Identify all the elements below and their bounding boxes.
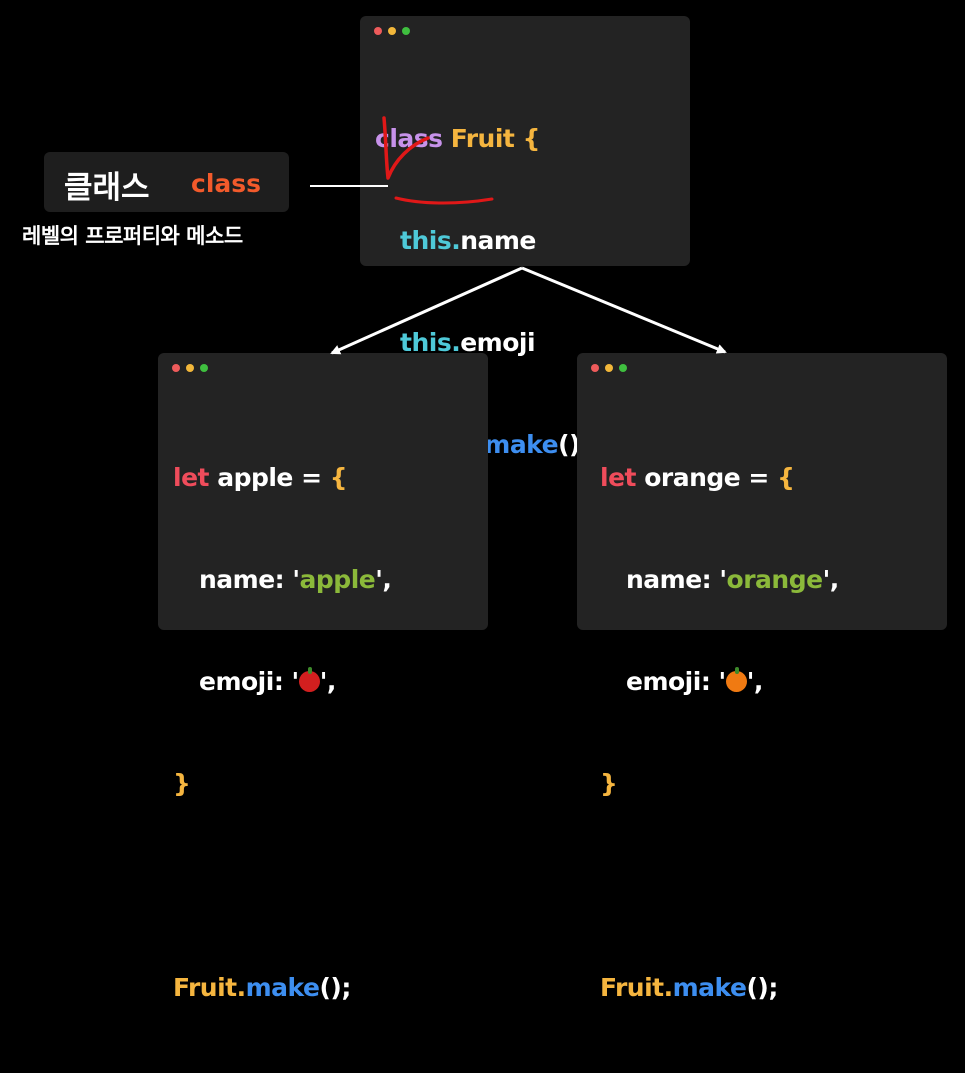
apple-close-line: } bbox=[173, 767, 391, 801]
make-method: make bbox=[484, 430, 559, 459]
call-parens: (); bbox=[746, 973, 778, 1002]
class-level-label: 클래스 class bbox=[44, 152, 289, 212]
blank-line bbox=[173, 869, 391, 903]
this-keyword: this. bbox=[400, 328, 461, 357]
minimize-dot-icon bbox=[605, 364, 613, 372]
close-dot-icon bbox=[172, 364, 180, 372]
name-field: name bbox=[460, 226, 536, 255]
orange-close-line: } bbox=[600, 767, 839, 801]
this-keyword: this. bbox=[400, 226, 461, 255]
let-keyword: let bbox=[173, 463, 209, 492]
open-brace: { bbox=[329, 463, 348, 492]
orange-make-call-line: Fruit.make(); bbox=[600, 971, 839, 1005]
close-brace: } bbox=[600, 769, 618, 798]
orange-variable: orange = bbox=[644, 463, 769, 492]
close-brace: } bbox=[173, 769, 191, 798]
name-end: ', bbox=[375, 565, 392, 594]
apple-name-value: apple bbox=[299, 565, 376, 594]
maximize-dot-icon bbox=[619, 364, 627, 372]
let-keyword: let bbox=[600, 463, 636, 492]
orange-declaration-line: let orange = { bbox=[600, 461, 839, 495]
connector-overlay bbox=[310, 116, 727, 355]
emoji-end: ', bbox=[746, 667, 764, 696]
red-check-annotation bbox=[382, 116, 430, 180]
blank-line bbox=[600, 869, 839, 903]
name-key: name: ' bbox=[626, 565, 727, 594]
emoji-field-line: this.emoji bbox=[375, 326, 631, 360]
apple-name-line: name: 'apple', bbox=[173, 563, 392, 597]
orange-name-value: orange bbox=[726, 565, 824, 594]
red-underline-annotation bbox=[394, 196, 494, 205]
label-english: class bbox=[191, 169, 262, 198]
apple-make-call-line: Fruit.make(); bbox=[173, 971, 391, 1005]
emoji-key: emoji: ' bbox=[626, 667, 726, 696]
orange-emoji-line: emoji: ' ', bbox=[600, 665, 839, 699]
close-dot-icon bbox=[591, 364, 599, 372]
close-dot-icon bbox=[374, 27, 382, 35]
apple-variable: apple = bbox=[217, 463, 322, 492]
open-brace: { bbox=[522, 124, 541, 153]
arrow-to-apple bbox=[330, 266, 523, 355]
maximize-dot-icon bbox=[402, 27, 410, 35]
apple-declaration-line: let apple = { bbox=[173, 461, 391, 495]
fruit-class-ref: Fruit. bbox=[600, 973, 673, 1002]
make-call: make bbox=[672, 973, 747, 1002]
label-korean: 클래스 bbox=[64, 170, 150, 206]
make-call: make bbox=[245, 973, 320, 1002]
orange-name-line: name: 'orange', bbox=[600, 563, 839, 597]
call-parens: (); bbox=[319, 973, 351, 1002]
window-controls bbox=[172, 364, 208, 372]
window-controls bbox=[374, 27, 410, 35]
orange-emoji-icon bbox=[725, 667, 747, 692]
emoji-key: emoji: ' bbox=[199, 667, 299, 696]
name-end: ', bbox=[822, 565, 840, 594]
minimize-dot-icon bbox=[388, 27, 396, 35]
name-key: name: ' bbox=[199, 565, 300, 594]
maximize-dot-icon bbox=[200, 364, 208, 372]
apple-emoji-line: emoji: ' ', bbox=[173, 665, 391, 699]
apple-emoji-icon bbox=[298, 667, 320, 692]
arrow-to-orange bbox=[521, 266, 727, 354]
minimize-dot-icon bbox=[186, 364, 194, 372]
emoji-end: ', bbox=[319, 667, 337, 696]
class-name: Fruit bbox=[450, 124, 515, 153]
emoji-field: emoji bbox=[460, 328, 536, 357]
window-controls bbox=[591, 364, 627, 372]
open-brace: { bbox=[777, 463, 795, 492]
name-field-line: this.name bbox=[375, 224, 631, 258]
class-card: class Fruit { this.name this.emoji stati… bbox=[360, 16, 690, 561]
fruit-class-ref: Fruit. bbox=[173, 973, 246, 1002]
label-caption: 레벨의 프로퍼티와 메소드 bbox=[22, 224, 243, 248]
